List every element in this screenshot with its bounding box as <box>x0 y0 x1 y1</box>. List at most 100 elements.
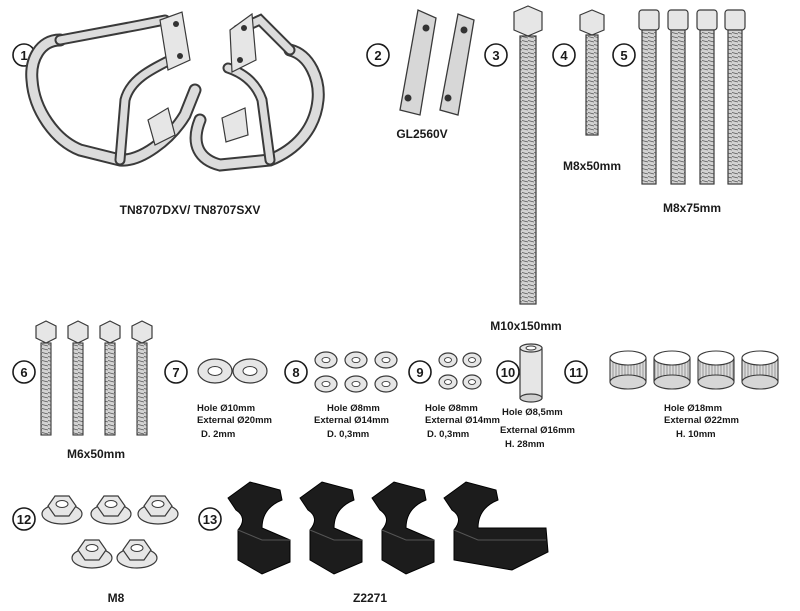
part-8-washers: 8 Hole Ø8mm External Ø14mm D. 0,3mm <box>284 351 398 440</box>
part-number-badge <box>484 43 508 67</box>
part-5-bolts: 5 M8x75mm <box>612 9 746 215</box>
spec-line: External Ø16mm <box>500 425 575 436</box>
flange-nut <box>116 539 158 569</box>
part-number-badge <box>408 360 432 384</box>
part-number-badge <box>552 43 576 67</box>
hex-head <box>579 9 605 36</box>
spec-line: Hole Ø8mm <box>425 403 478 414</box>
spec-line: Hole Ø18mm <box>664 403 722 414</box>
washer <box>438 374 458 390</box>
socket-bolt <box>667 9 689 185</box>
part-label: M8 <box>108 591 125 605</box>
flange-nut <box>137 495 179 525</box>
threaded-shaft <box>585 34 599 136</box>
washer <box>462 352 482 368</box>
part-label: M8x75mm <box>663 201 721 215</box>
socket-bolt <box>638 9 660 185</box>
washer <box>374 351 398 369</box>
part-12-nuts: 12 M8 <box>12 495 179 605</box>
washer <box>314 375 338 393</box>
part-number: 12 <box>17 512 31 527</box>
part-label: M8x50mm <box>563 159 621 173</box>
part-number-badge <box>12 507 36 531</box>
part-number: 4 <box>560 48 568 63</box>
part-number: 7 <box>172 365 179 380</box>
bracket-left <box>399 9 437 116</box>
washer <box>374 375 398 393</box>
spacer-tube <box>519 347 543 399</box>
part-number: 3 <box>492 48 499 63</box>
part-number: 6 <box>20 365 27 380</box>
ring <box>653 350 691 390</box>
spec-line: D. 0,3mm <box>427 429 469 440</box>
threaded-shaft <box>519 35 537 305</box>
clamp-block <box>443 481 549 571</box>
spec-line: External Ø14mm <box>314 415 389 426</box>
part-number: 13 <box>203 512 217 527</box>
ring <box>741 350 779 390</box>
hex-bolt <box>67 320 89 436</box>
part-number: 2 <box>374 48 381 63</box>
spec-line: External Ø22mm <box>664 415 739 426</box>
spec-line: Hole Ø8,5mm <box>502 407 563 418</box>
spec-line: External Ø20mm <box>197 415 272 426</box>
part-7-washers: 7 Hole Ø10mm External Ø20mm D. 2mm <box>164 358 272 440</box>
flange-nut <box>41 495 83 525</box>
part-number: 5 <box>620 48 627 63</box>
part-11-rings: 11 Hole Ø18mm External Ø22mm H. 10mm <box>564 350 779 440</box>
part-number: 8 <box>292 365 299 380</box>
spec-line: External Ø14mm <box>425 415 500 426</box>
part-label: M10x150mm <box>490 319 561 333</box>
washer <box>462 374 482 390</box>
part-number-badge <box>564 360 588 384</box>
part-10-spacer: 10 Hole Ø8,5mm External Ø16mm H. 28mm <box>496 343 575 450</box>
flange-nut <box>90 495 132 525</box>
washer <box>314 351 338 369</box>
part-1-crash-bars: 1 TN8707DXV/ TN8707SXV <box>12 11 325 217</box>
part-4-bolt: 4 M8x50mm <box>552 9 621 173</box>
crash-bar-right <box>189 43 325 172</box>
part-2-brackets: 2 GL2560V <box>366 9 475 141</box>
ring <box>697 350 735 390</box>
spec-line: D. 2mm <box>201 429 235 440</box>
socket-bolt <box>724 9 746 185</box>
spec-line: H. 10mm <box>676 429 716 440</box>
part-13-clamps: 13 Z2271 <box>198 481 549 605</box>
spec-line: Hole Ø10mm <box>197 403 255 414</box>
spec-line: Hole Ø8mm <box>327 403 380 414</box>
part-9-washers: 9 Hole Ø8mm External Ø14mm D. 0,3mm <box>408 352 500 440</box>
clamp-block <box>371 481 435 575</box>
hex-head <box>513 5 543 37</box>
part-label: TN8707DXV/ TN8707SXV <box>120 203 261 217</box>
bracket-right <box>439 13 475 116</box>
part-number: 10 <box>501 365 515 380</box>
clamp-block <box>227 481 291 575</box>
part-number: 1 <box>20 48 27 63</box>
clamp-block <box>299 481 363 575</box>
part-label: Z2271 <box>353 591 387 605</box>
socket-bolt <box>696 9 718 185</box>
part-number-badge <box>496 360 520 384</box>
flange-nut <box>71 539 113 569</box>
washer <box>344 375 368 393</box>
part-number-badge <box>366 43 390 67</box>
washer <box>438 352 458 368</box>
part-number-badge <box>284 360 308 384</box>
part-number: 11 <box>569 365 583 380</box>
hex-bolt <box>35 320 57 436</box>
part-6-bolts: 6 M6x50mm <box>12 320 153 461</box>
part-label: M6x50mm <box>67 447 125 461</box>
hex-bolt <box>99 320 121 436</box>
part-number-badge <box>612 43 636 67</box>
part-3-bolt: 3 M10x150mm <box>484 5 562 333</box>
part-label: GL2560V <box>396 127 447 141</box>
washer <box>344 351 368 369</box>
spec-line: H. 28mm <box>505 439 545 450</box>
spec-line: D. 0,3mm <box>327 429 369 440</box>
part-number-badge <box>12 360 36 384</box>
part-number-badge <box>164 360 188 384</box>
ring <box>609 350 647 390</box>
hex-bolt <box>131 320 153 436</box>
part-number-badge <box>198 507 222 531</box>
